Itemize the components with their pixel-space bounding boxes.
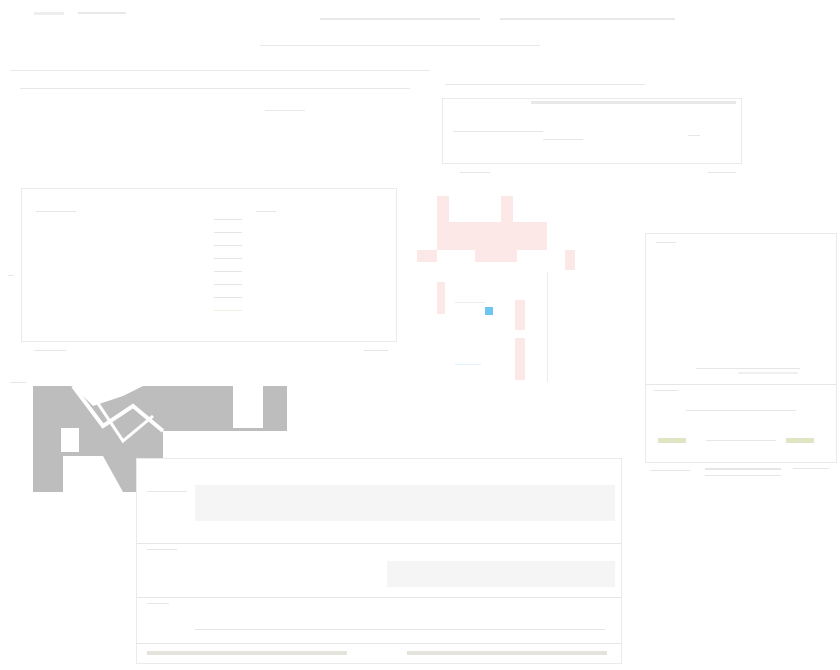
- list-row-tick[interactable]: [214, 219, 242, 220]
- list-row-tick[interactable]: [214, 271, 242, 272]
- list-row-tick[interactable]: [214, 284, 242, 285]
- side-footer-line: [705, 475, 781, 476]
- side-footer-line: [793, 468, 829, 469]
- form-panel: [136, 458, 622, 664]
- form-divider: [137, 597, 621, 598]
- grid-line: [455, 302, 485, 303]
- form-label-line: [147, 603, 169, 604]
- grid-block: [501, 196, 513, 222]
- list-panel: [21, 188, 397, 342]
- grid-block: [475, 250, 517, 262]
- grid-line: [455, 364, 481, 365]
- list-row-tick[interactable]: [214, 232, 242, 233]
- grid-block: [515, 300, 525, 330]
- form-input[interactable]: [387, 561, 615, 587]
- options-panel: [442, 98, 742, 164]
- list-row-tick[interactable]: [214, 297, 242, 298]
- grid-block: [565, 250, 575, 270]
- header-stroke: [445, 84, 645, 85]
- header-stroke: [10, 70, 430, 71]
- form-divider: [137, 643, 621, 644]
- header-stroke: [500, 18, 675, 20]
- side-row-line: [738, 372, 798, 374]
- header-stroke: [78, 12, 126, 14]
- form-divider: [137, 543, 621, 544]
- form-input-line[interactable]: [195, 629, 605, 630]
- grid-block: [515, 338, 525, 380]
- list-row-tick[interactable]: [214, 258, 242, 259]
- grid-block: [437, 282, 445, 314]
- side-row-line: [696, 368, 800, 369]
- grid-block: [437, 222, 547, 250]
- list-side-line: [8, 275, 14, 276]
- image-preview: [33, 384, 287, 492]
- image-icon: [33, 384, 287, 492]
- side-row-line: [706, 440, 776, 441]
- header-stroke: [260, 45, 540, 46]
- grid-line: [547, 272, 548, 382]
- form-input[interactable]: [195, 485, 615, 521]
- map-marker-icon[interactable]: [485, 307, 493, 315]
- list-header-line: [256, 211, 276, 212]
- panel-caption-line: [460, 172, 490, 173]
- option-line: [453, 131, 543, 132]
- map-grid[interactable]: [415, 192, 595, 392]
- logo-mark: [34, 12, 64, 15]
- side-footer-line: [705, 468, 781, 470]
- side-divider: [646, 384, 836, 385]
- header-stroke: [20, 88, 410, 89]
- side-row-line: [686, 410, 796, 411]
- header-stroke: [320, 18, 480, 20]
- side-chip[interactable]: [658, 438, 686, 443]
- form-label-line: [147, 491, 187, 492]
- side-panel: [645, 233, 837, 463]
- grid-block: [437, 196, 449, 222]
- scrollbar-track[interactable]: [407, 651, 607, 655]
- scrollbar-track[interactable]: [147, 651, 347, 655]
- side-header-line: [656, 242, 676, 243]
- panel-caption-line: [708, 172, 736, 173]
- list-footer-line: [34, 350, 66, 351]
- app-header: [0, 0, 840, 125]
- side-section-line: [654, 390, 678, 391]
- list-footer-line: [364, 350, 388, 351]
- grid-block: [417, 250, 437, 262]
- form-label-line: [147, 549, 177, 550]
- side-footer-line: [650, 470, 690, 471]
- list-header-line: [36, 211, 76, 212]
- side-chip[interactable]: [786, 438, 814, 443]
- option-line: [543, 139, 583, 140]
- option-line: [688, 135, 700, 136]
- image-caption-line: [10, 382, 26, 383]
- header-stroke: [265, 110, 305, 111]
- list-row-tick[interactable]: [214, 245, 242, 246]
- slider-track[interactable]: [531, 101, 736, 104]
- list-row-tick[interactable]: [214, 310, 242, 311]
